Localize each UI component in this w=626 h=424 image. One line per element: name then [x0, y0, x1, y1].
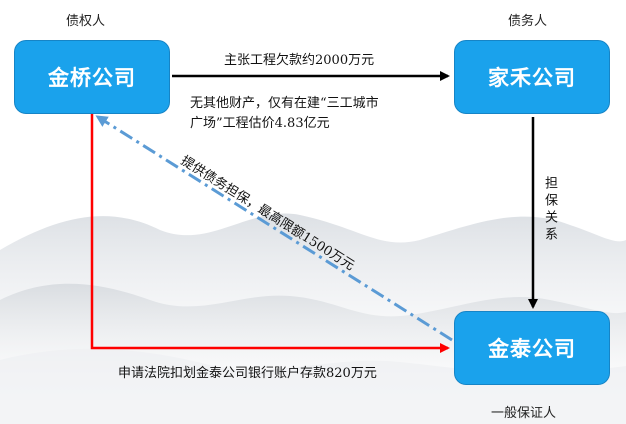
guarantor-role-label: 一般保证人 — [491, 406, 557, 421]
entity-jinqiao-box: 金桥公司 — [14, 40, 170, 114]
debt-claim-label: 主张工程欠款约2000万元 — [224, 53, 375, 68]
guarantee-relation-label: 担保关系 — [542, 176, 557, 244]
asset-note-line2: 广场”工程估价4.83亿元 — [190, 116, 330, 131]
entity-jintai-box: 金泰公司 — [454, 311, 610, 385]
guarantee-offer-arrow — [95, 115, 453, 342]
court-request-label: 申请法院扣划金泰公司银行账户存款820万元 — [118, 366, 377, 381]
debtor-role-label: 债务人 — [508, 14, 548, 29]
entity-jiahe-box: 家禾公司 — [454, 40, 610, 114]
creditor-role-label: 债权人 — [66, 14, 106, 29]
asset-note-line1: 无其他财产，仅有在建“三工城市 — [190, 96, 379, 111]
court-request-arrow — [90, 114, 450, 353]
